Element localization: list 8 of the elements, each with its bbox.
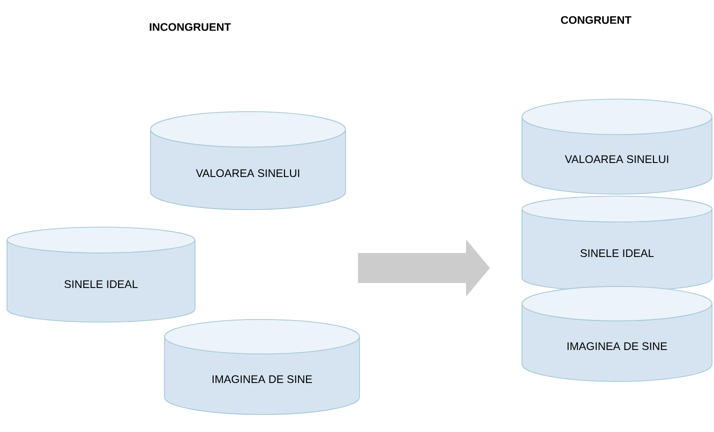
cylinder: SINELE IDEAL: [522, 196, 712, 292]
cylinder: IMAGINEA DE SINE: [164, 319, 360, 415]
heading: CONGRUENT: [561, 16, 632, 24]
cylinder: VALOAREA SINELUI: [522, 98, 712, 194]
cylinder: VALOAREA SINELUI: [150, 111, 346, 210]
cylinder: SINELE IDEAL: [6, 226, 196, 323]
heading: INCONGRUENT: [150, 23, 231, 31]
cylinder: IMAGINEA DE SINE: [522, 286, 712, 382]
